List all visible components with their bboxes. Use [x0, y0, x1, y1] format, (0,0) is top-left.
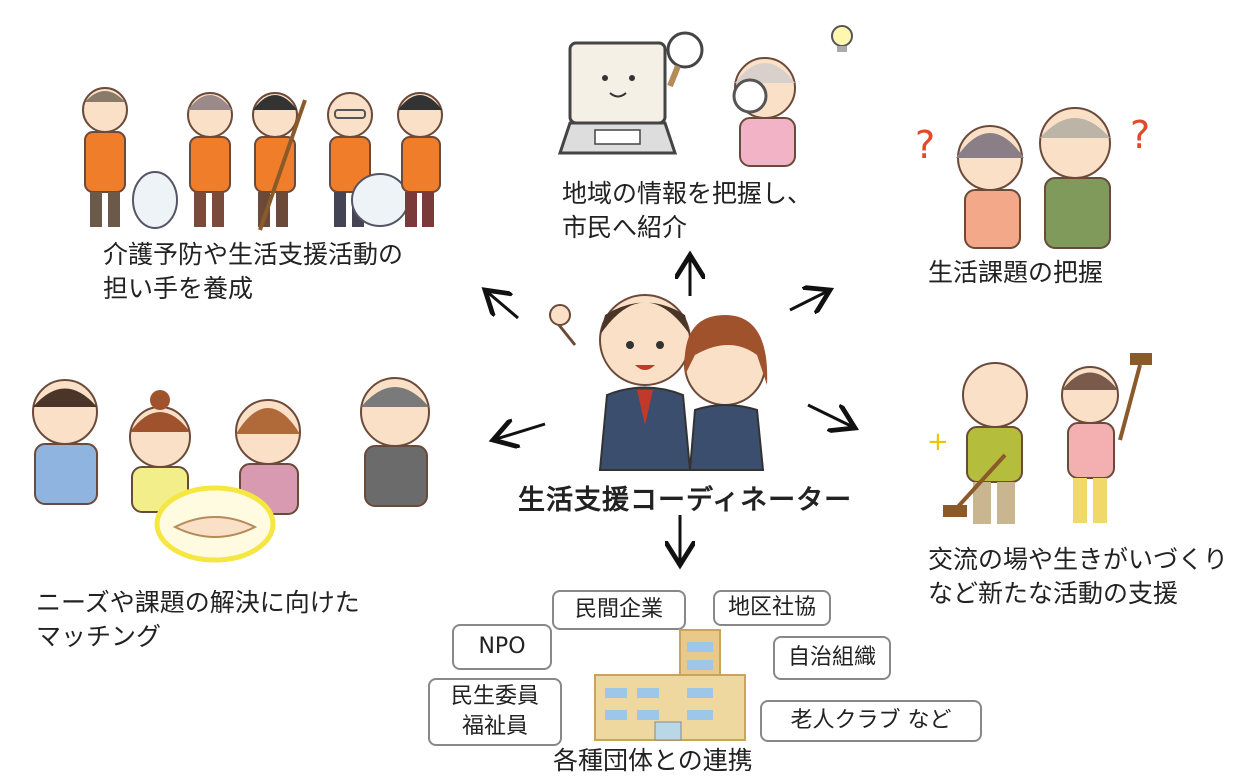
- elderly-woman: [956, 125, 1024, 249]
- org-district-council: 地区社協: [713, 590, 831, 626]
- question-icon: ?: [915, 123, 935, 167]
- coordinators-illustration: [549, 294, 768, 471]
- person-man-grey: [360, 377, 430, 507]
- info-illustration: [557, 25, 853, 167]
- center-title: 生活支援コーディネーター: [518, 485, 853, 516]
- elderly-man: [1039, 107, 1111, 249]
- handshake-icon: [154, 485, 276, 563]
- arrow-to-issues: [789, 290, 830, 310]
- coordinator-man: [549, 294, 692, 471]
- role-info: 地域の情報を把握し、 市民へ紹介: [562, 179, 813, 242]
- role-issues: 生活課題の把握: [928, 258, 1104, 287]
- role-matching: ニーズや課題の解決に向けた マッチング: [36, 588, 360, 651]
- volunteer-person: [187, 92, 233, 227]
- person-blue: [32, 379, 98, 505]
- org-private-company: 民間企業: [552, 590, 686, 630]
- org-self-government: 自治組織: [773, 636, 891, 680]
- elderly-man-gateball: [943, 362, 1028, 524]
- issues-illustration: ? ?: [915, 107, 1150, 249]
- org-npo: NPO: [452, 624, 552, 670]
- building-icon: [594, 629, 746, 741]
- role-activities: 交流の場や生きがいづくり など新たな活動の支援: [928, 545, 1229, 608]
- volunteer-person: [397, 92, 443, 227]
- elderly-woman-with-magnifier: [732, 57, 796, 167]
- arrow-to-training: [485, 290, 519, 320]
- volunteer-person: [252, 92, 307, 231]
- coordinator-woman: [684, 315, 768, 471]
- magnifier-icon: [666, 31, 704, 88]
- volunteers-illustration: [82, 87, 443, 231]
- gateball-mallet-icon: [953, 453, 1007, 512]
- activities-illustration: +: [927, 353, 1152, 524]
- svg-text:+: +: [927, 427, 949, 457]
- lightbulb-icon: [831, 25, 853, 52]
- laptop-icon: [557, 41, 678, 155]
- elderly-woman-gateball: [1061, 353, 1152, 523]
- volunteer-person: [82, 87, 128, 227]
- org-senior-club: 老人クラブ など: [760, 700, 982, 742]
- role-training: 介護予防や生活支援活動の 担い手を養成: [103, 240, 404, 303]
- arrow-to-matching: [493, 424, 546, 440]
- question-icon: ?: [1130, 113, 1150, 157]
- network-caption: 各種団体との連携: [553, 746, 753, 775]
- matching-illustration: [32, 377, 430, 563]
- org-welfare-commissioner: 民生委員 福祉員: [428, 678, 562, 746]
- arrow-to-activities: [807, 403, 855, 428]
